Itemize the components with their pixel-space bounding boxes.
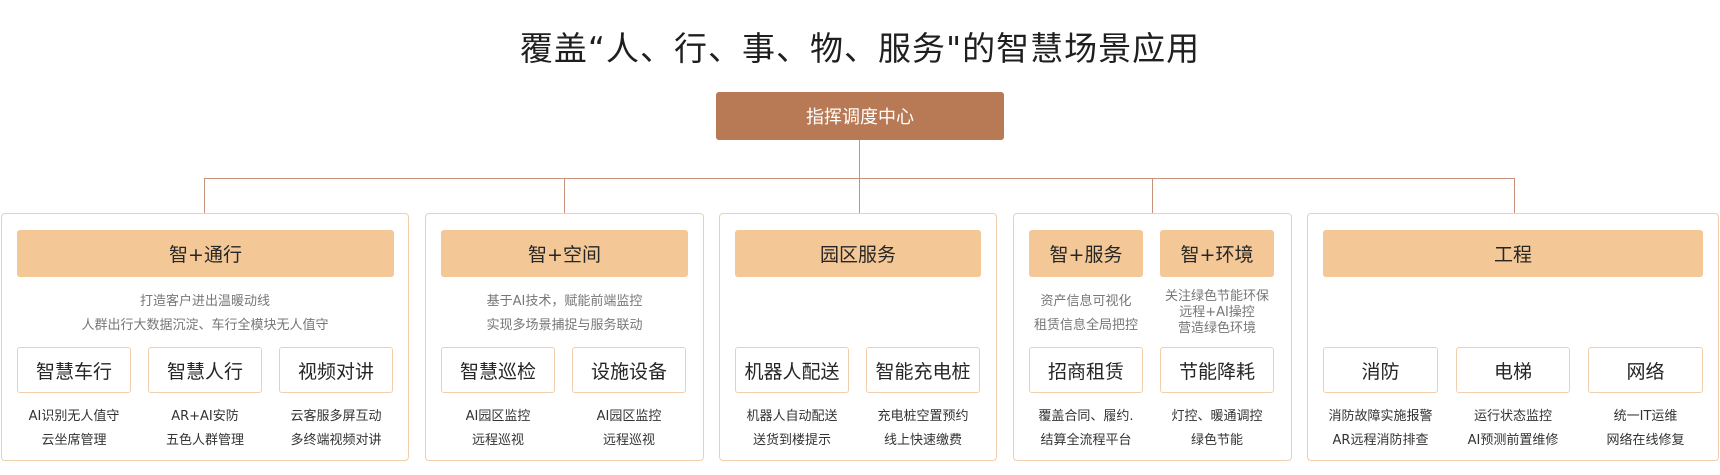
item-box: 消防: [1323, 347, 1438, 393]
item-box: 智能充电桩: [866, 347, 980, 393]
panel-smart-service-environment: 智+服务 智+环境 资产信息可视化 租赁信息全局把控 关注绿色节能环保 远程+A…: [1013, 213, 1292, 461]
connector-trunk: [859, 140, 860, 178]
panel-header: 园区服务: [735, 230, 981, 277]
detail-line: 运行状态监控: [1473, 409, 1552, 424]
dispatch-center-label: 指挥调度中心: [806, 107, 914, 128]
item-detail: AI园区监控 远程巡视: [441, 405, 555, 453]
panel-description-service: 资产信息可视化 租赁信息全局把控: [1014, 290, 1158, 338]
page-title: 覆盖“人、行、事、物、服务"的智慧场景应用: [519, 29, 1201, 68]
detail-line: 云坐席管理: [41, 433, 107, 448]
detail-line: 网络在线修复: [1606, 433, 1685, 448]
description-line: 实现多场景捕捉与服务联动: [486, 318, 643, 333]
panel-engineering: 工程 消防 电梯 网络 消防故障实施报警 AR远程消防排查 运行状态监控 AI预…: [1307, 213, 1719, 461]
item-detail: 灯控、暖通调控 绿色节能: [1160, 405, 1274, 453]
item-detail: 统一IT运维 网络在线修复: [1588, 405, 1703, 453]
description-line: 关注绿色节能环保: [1164, 289, 1269, 304]
item-detail: AI园区监控 远程巡视: [572, 405, 686, 453]
detail-line: AI预测前置维修: [1467, 433, 1559, 448]
detail-line: AR+AI安防: [171, 409, 239, 424]
description-line: 基于AI技术，赋能前端监控: [486, 294, 643, 309]
connector-drop-4: [1152, 178, 1153, 213]
panel-description: 打造客户进出温暖动线 人群出行大数据沉淀、车行全模块无人值守: [2, 290, 408, 338]
detail-line: 送货到楼提示: [752, 433, 831, 448]
item-box: 智慧巡检: [441, 347, 555, 393]
detail-line: 线上快速缴费: [883, 433, 962, 448]
panel-header: 智+通行: [17, 230, 394, 277]
item-detail: 覆盖合同、履约. 结算全流程平台: [1029, 405, 1143, 453]
item-box: 智慧人行: [148, 347, 262, 393]
detail-line: 结算全流程平台: [1040, 433, 1132, 448]
description-line: 远程+AI操控: [1179, 305, 1255, 320]
panel-description: 基于AI技术，赋能前端监控 实现多场景捕捉与服务联动: [426, 290, 703, 338]
detail-line: 消防故障实施报警: [1328, 409, 1433, 424]
detail-line: 远程巡视: [602, 433, 655, 448]
item-box: 智慧车行: [17, 347, 131, 393]
connector-drop-3: [859, 178, 860, 213]
detail-line: 远程巡视: [471, 433, 524, 448]
item-box: 电梯: [1456, 347, 1570, 393]
detail-line: 五色人群管理: [165, 433, 244, 448]
panel-smart-traffic: 智+通行 打造客户进出温暖动线 人群出行大数据沉淀、车行全模块无人值守 智慧车行…: [1, 213, 409, 461]
item-detail: 充电桩空置预约 线上快速缴费: [866, 405, 980, 453]
description-line: 营造绿色环境: [1177, 321, 1256, 336]
item-box: 机器人配送: [735, 347, 849, 393]
description-line: 打造客户进出温暖动线: [139, 294, 270, 309]
panel-description-environment: 关注绿色节能环保 远程+AI操控 营造绿色环境: [1148, 289, 1286, 337]
item-detail: 机器人自动配送 送货到楼提示: [735, 405, 849, 453]
dispatch-center-node: 指挥调度中心: [716, 92, 1004, 140]
item-box: 招商租赁: [1029, 347, 1143, 393]
item-box: 设施设备: [572, 347, 686, 393]
detail-line: 机器人自动配送: [746, 409, 838, 424]
detail-line: AI园区监控: [596, 409, 662, 424]
item-detail: 消防故障实施报警 AR远程消防排查: [1317, 405, 1444, 453]
detail-line: AI园区监控: [465, 409, 531, 424]
item-box: 节能降耗: [1160, 347, 1274, 393]
item-detail: AI识别无人值守 云坐席管理: [17, 405, 131, 453]
description-line: 资产信息可视化: [1040, 294, 1132, 309]
detail-line: 充电桩空置预约: [877, 409, 969, 424]
detail-line: AR远程消防排查: [1332, 433, 1429, 448]
detail-line: 绿色节能: [1190, 433, 1243, 448]
detail-line: AI识别无人值守: [28, 409, 120, 424]
item-box: 网络: [1588, 347, 1703, 393]
panel-smart-space: 智+空间 基于AI技术，赋能前端监控 实现多场景捕捉与服务联动 智慧巡检 设施设…: [425, 213, 704, 461]
detail-line: 灯控、暖通调控: [1171, 409, 1263, 424]
panel-header: 工程: [1323, 230, 1703, 277]
panel-header-service: 智+服务: [1029, 230, 1143, 277]
description-line: 租赁信息全局把控: [1033, 318, 1138, 333]
detail-line: 多终端视频对讲: [290, 433, 382, 448]
connector-drop-5: [1514, 178, 1515, 213]
detail-line: 统一IT运维: [1613, 409, 1678, 424]
item-box: 视频对讲: [279, 347, 393, 393]
panel-park-service: 园区服务 机器人配送 智能充电桩 机器人自动配送 送货到楼提示 充电桩空置预约 …: [719, 213, 997, 461]
item-detail: 运行状态监控 AI预测前置维修: [1456, 405, 1570, 453]
panel-header: 智+空间: [441, 230, 688, 277]
panel-header-environment: 智+环境: [1160, 230, 1274, 277]
item-detail: AR+AI安防 五色人群管理: [148, 405, 262, 453]
detail-line: 覆盖合同、履约.: [1038, 409, 1134, 424]
connector-drop-1: [204, 178, 205, 213]
item-detail: 云客服多屏互动 多终端视频对讲: [279, 405, 393, 453]
connector-drop-2: [564, 178, 565, 213]
detail-line: 云客服多屏互动: [290, 409, 382, 424]
description-line: 人群出行大数据沉淀、车行全模块无人值守: [81, 318, 329, 333]
